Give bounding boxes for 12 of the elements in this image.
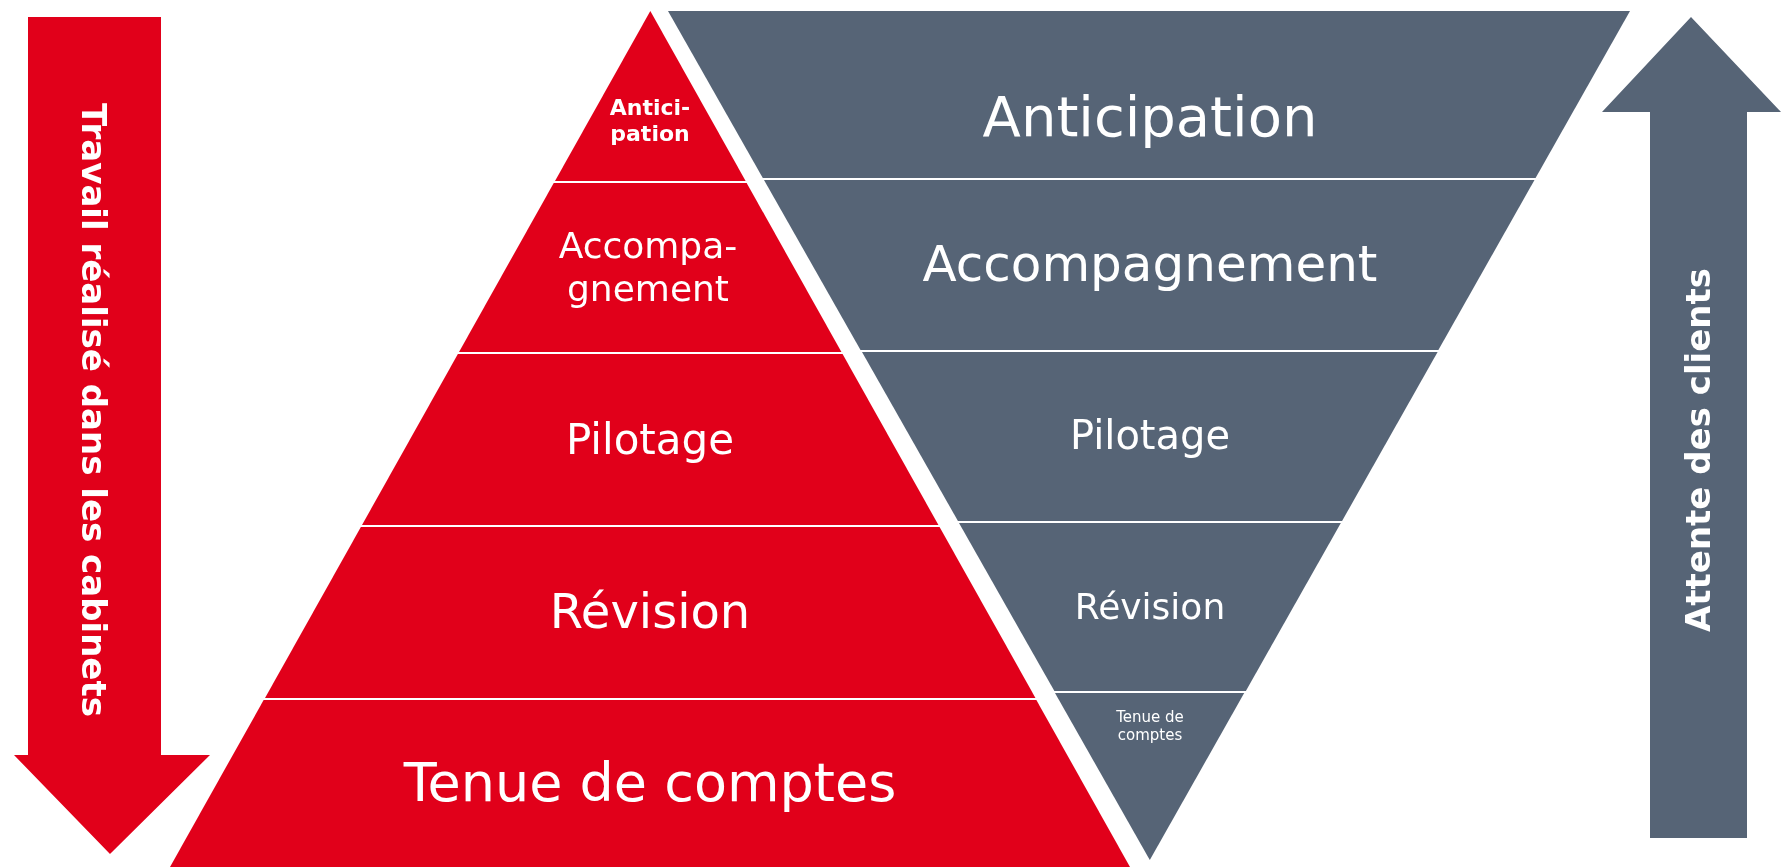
level-label: Tenue de comptes [402,750,898,816]
level-label: Pilotage [1068,411,1232,459]
level-label: Antici-pation [608,94,692,148]
level-label: Révision [1073,585,1227,629]
level-label: Tenue de comptes [1115,708,1185,744]
level-label: Pilotage [564,414,736,466]
level-label: Accompagnement [921,234,1379,294]
arrow-label: Attente des clients [1678,268,1718,632]
level-label: Accompa-gnement [557,223,739,311]
level-label: Anticipation [981,83,1319,151]
arrow-label: Travail réalisé dans les cabinets [74,103,114,717]
level-label: Révision [548,583,752,641]
